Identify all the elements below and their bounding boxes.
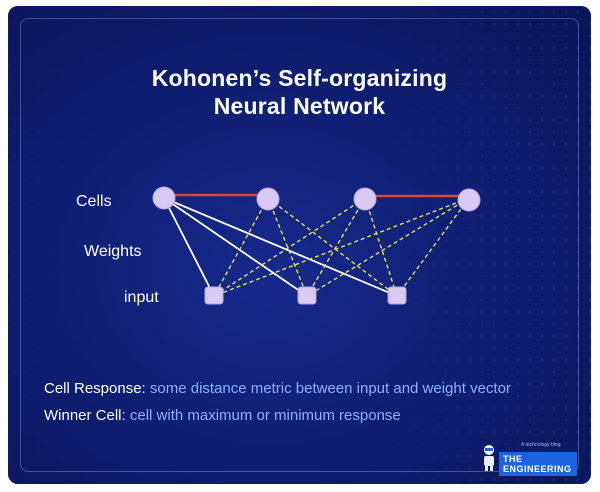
inputs-row [204, 286, 407, 305]
winner-cell-term: Winner Cell: [44, 407, 126, 424]
weight-c1-i2 [163, 197, 308, 297]
cell-node-4 [457, 188, 481, 212]
cell-node-2 [256, 187, 280, 211]
winner-cell-line: Winner Cell: cell with maximum or minimu… [44, 407, 401, 424]
logo-text: THE ENGINEERING [499, 452, 577, 476]
cell-response-desc: some distance metric between input and w… [149, 380, 511, 397]
title-line-1: Kohonen’s Self-organizing [151, 65, 448, 91]
weight-c1-i3 [163, 197, 398, 297]
weight-c4-i3 [396, 197, 470, 297]
dot-pattern-background [8, 6, 591, 484]
cell-response-line: Cell Response: some distance metric betw… [44, 380, 511, 397]
slide-title: Kohonen’s Self-organizing Neural Network [8, 64, 591, 120]
weight-c2-i1 [213, 197, 269, 297]
network-diagram [152, 186, 481, 305]
winner-cell-desc: cell with maximum or minimum response [129, 407, 401, 424]
weight-c2-i3 [267, 197, 398, 297]
weight-c1-i1 [163, 197, 215, 297]
logo-tagline: A technology blog [521, 442, 561, 448]
white-weights [163, 197, 398, 297]
yellow-weights [213, 197, 470, 297]
input-label: input [124, 289, 159, 306]
cells-label: Cells [76, 193, 112, 210]
input-node-3 [387, 286, 407, 305]
weight-c4-i1 [213, 197, 470, 297]
cell-node-3 [353, 187, 377, 211]
weight-c3-i1 [213, 197, 366, 297]
cells-row [152, 186, 481, 212]
cell-node-1 [152, 186, 176, 210]
weight-c2-i2 [267, 197, 308, 297]
brand-logo: A technology blog THE ENGINEERING [481, 440, 577, 476]
input-node-2 [297, 286, 317, 305]
weights-label: Weights [84, 243, 142, 260]
input-node-1 [204, 286, 224, 305]
slide-card: Kohonen’s Self-organizing Neural Network… [8, 6, 591, 484]
title-line-2: Neural Network [213, 93, 386, 119]
inner-frame [20, 18, 579, 472]
weight-c4-i2 [306, 197, 470, 297]
cell-response-term: Cell Response: [44, 380, 146, 397]
weight-c3-i3 [364, 197, 398, 297]
robot-icon [484, 445, 494, 471]
weight-c3-i2 [306, 197, 366, 297]
